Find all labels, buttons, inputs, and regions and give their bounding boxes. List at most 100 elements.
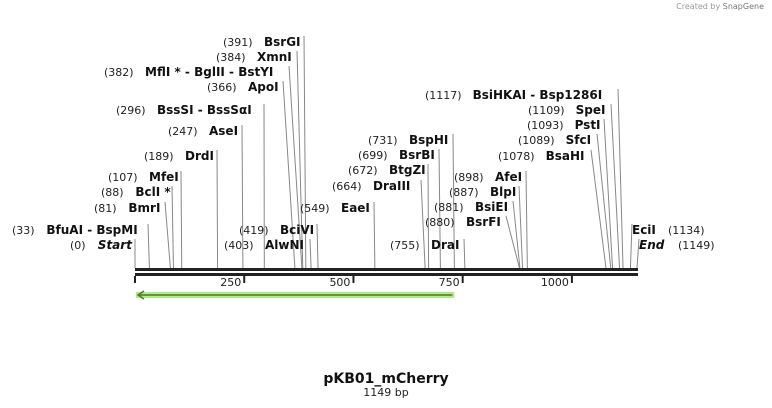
site-bsahi[interactable]: (1078) BsaHI [498,149,585,163]
site-name[interactable]: BciVI [280,223,314,237]
snapgene-credit: Created by SnapGene [676,2,764,11]
credit-prefix: Created by [676,2,721,11]
site-bcivi[interactable]: (419) BciVI [239,223,314,237]
tick-label: 500 [329,276,350,289]
site-name[interactable]: MflI * - BglII - BstYI [145,65,273,79]
site-spei[interactable]: (1109) SpeI [528,103,605,117]
site-name[interactable]: DraI [431,238,459,252]
site-name[interactable]: End [639,238,665,252]
site-btgzi[interactable]: (672) BtgZI [348,163,426,177]
site-line [180,170,183,269]
site-sfci[interactable]: (1089) SfcI [518,133,591,147]
site-line [617,88,624,269]
site-ecii[interactable]: EciI (1134) [632,223,705,237]
site-line [636,238,640,269]
site-name[interactable]: PstI [575,118,601,132]
site-bsphi[interactable]: (731) BspHI [368,133,448,147]
site-name[interactable]: AfeI [495,170,522,184]
site-position: (391) [223,36,253,49]
site-psti[interactable]: (1093)PstI [527,118,601,132]
site-position: (1078) [498,150,535,163]
site-line [590,149,607,269]
feature-arrow[interactable] [136,290,455,300]
site-line [610,103,621,269]
site-position: (81) [94,202,117,215]
site-name[interactable]: AlwNI [265,238,304,252]
site-name[interactable]: EciI [632,223,656,237]
site-xmni[interactable]: (384)XmnI [216,50,292,64]
site-position: (1109) [528,104,565,117]
site-bsrbi[interactable]: (699)BsrBI [358,148,435,162]
site-start[interactable]: (0) Start [70,238,133,252]
site-end[interactable]: End(1149) [639,238,715,252]
site-afei[interactable]: (898) AfeI [454,170,522,184]
feature-arrow-head [136,290,145,300]
site-name[interactable]: BsiEI [475,200,508,214]
site-bsrgi[interactable]: (391) BsrGI [223,35,301,49]
site-position: (731) [368,134,398,147]
site-name[interactable]: AseI [209,124,238,138]
site-position: (366) [207,81,237,94]
site-name[interactable]: EaeI [341,201,370,215]
site-draiii[interactable]: (664)DraIII [332,179,410,193]
site-mfli[interactable]: (382)MflI * - BglII - BstYI [104,65,273,79]
site-name[interactable]: ApoI [248,80,279,94]
site-line [518,185,524,269]
site-asei[interactable]: (247)AseI [168,124,238,138]
site-name[interactable]: Start [98,238,133,252]
site-name[interactable]: DrdI [185,149,214,163]
site-name[interactable]: SfcI [566,133,591,147]
site-name[interactable]: BsaHI [546,149,585,163]
site-labels: (391) BsrGI(384)XmnI(382)MflI * - BglII -… [12,35,715,252]
site-line [373,201,376,269]
credit-brand: SnapGene [722,2,764,11]
site-bsiei[interactable]: (881)BsiEI [434,200,508,214]
site-line [603,118,614,269]
site-position: (1089) [518,134,555,147]
site-bmri[interactable]: (81) BmrI [94,201,160,215]
site-eaei[interactable]: (549)EaeI [300,201,370,215]
site-drai[interactable]: (755)DraI [390,238,459,252]
site-mfei[interactable]: (107)MfeI [108,170,179,184]
site-bcli[interactable]: (88)BclI * [101,185,171,199]
site-bsihkai[interactable]: (1117)BsiHKAI - Bsp1286I [425,88,602,102]
site-apoi[interactable]: (366) ApoI [207,80,279,94]
site-name[interactable]: SpeI [576,103,606,117]
site-position: (672) [348,164,378,177]
site-name[interactable]: BsrBI [399,148,435,162]
site-line [282,80,296,269]
site-line [303,35,307,269]
site-name[interactable]: DraIII [373,179,410,193]
site-drdi[interactable]: (189)DrdI [144,149,214,163]
site-blpi[interactable]: (887)BlpI [449,185,516,199]
site-name[interactable]: BsrGI [264,35,301,49]
site-line [596,133,612,269]
site-bfuai[interactable]: (33)BfuAI - BspMI [12,223,138,237]
site-name[interactable]: BmrI [128,201,160,215]
site-line [420,179,426,269]
site-alwni[interactable]: (403)AlwNI [224,238,304,252]
site-line [438,148,441,269]
site-name[interactable]: BsiHKAI - Bsp1286I [473,88,603,102]
site-name[interactable]: BfuAI - BspMI [46,223,137,237]
site-name[interactable]: BsrFI [466,215,501,229]
site-position: (419) [239,224,269,237]
tick-label: 250 [220,276,241,289]
site-name[interactable]: BtgZI [389,163,426,177]
site-position: (296) [116,104,146,117]
site-name[interactable]: BclI * [135,185,171,199]
site-name[interactable]: BssSI - BssSαI [157,103,252,117]
site-bsssi[interactable]: (296) BssSI - BssSαI [116,103,252,117]
site-position: (898) [454,171,484,184]
site-position: (1134) [668,224,705,237]
site-name[interactable]: BlpI [490,185,516,199]
site-line [164,201,171,269]
site-name[interactable]: XmnI [257,50,292,64]
site-bsrfi[interactable]: (880)BsrFI [425,215,501,229]
tick-label: 1000 [541,276,569,289]
site-position: (0) [70,239,86,252]
site-line [241,124,244,269]
site-name[interactable]: MfeI [149,170,179,184]
site-name[interactable]: BspHI [409,133,448,147]
site-line [452,133,455,269]
